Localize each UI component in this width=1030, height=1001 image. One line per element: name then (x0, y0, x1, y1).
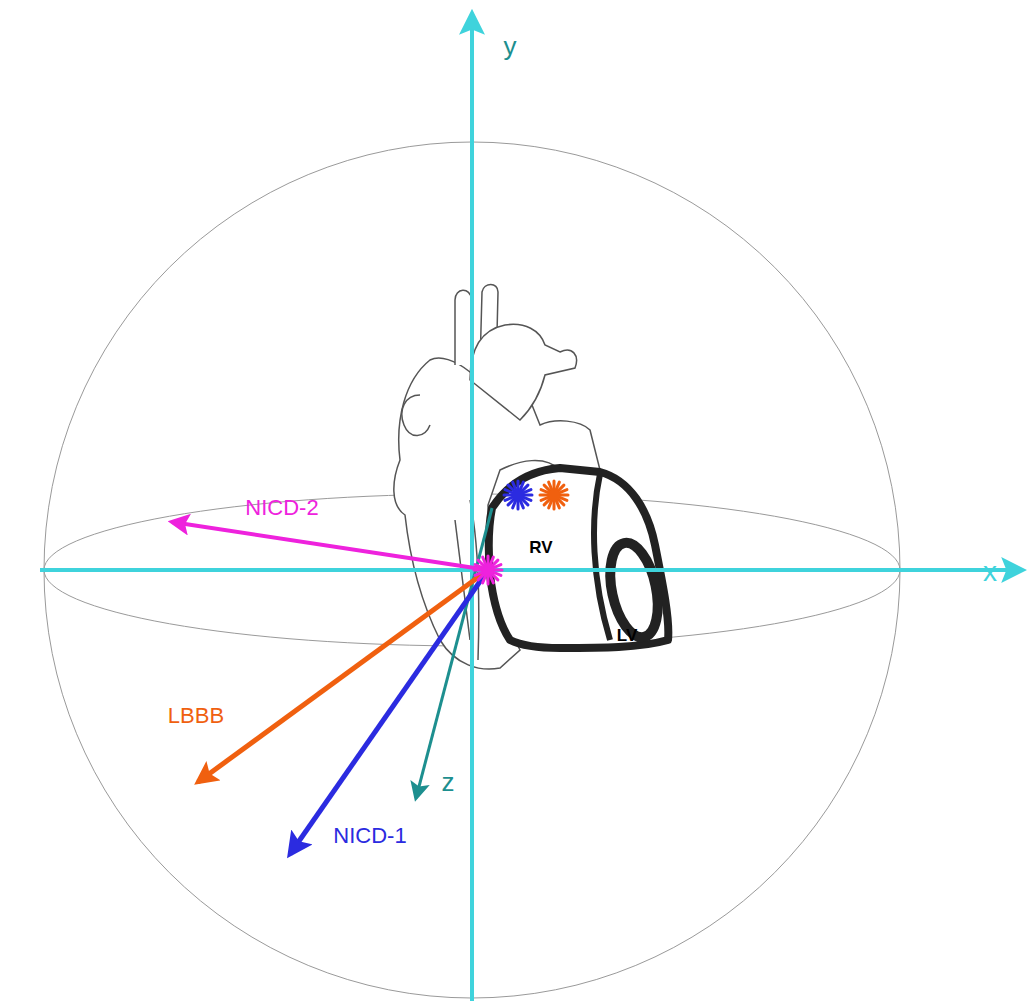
chamber-label: RV (529, 539, 552, 556)
ventricle-section (489, 468, 669, 648)
pacing-sites (474, 481, 568, 584)
axis-label: z (442, 769, 455, 795)
axes (40, 14, 1022, 1001)
vectors (172, 522, 488, 854)
axis-label: x (983, 558, 997, 586)
vector-label: NICD-1 (333, 825, 406, 847)
chamber-label: LV (617, 627, 637, 644)
vector-label: LBBB (168, 705, 224, 727)
axis-label: y (504, 33, 517, 59)
vector-label: NICD-2 (245, 497, 318, 519)
